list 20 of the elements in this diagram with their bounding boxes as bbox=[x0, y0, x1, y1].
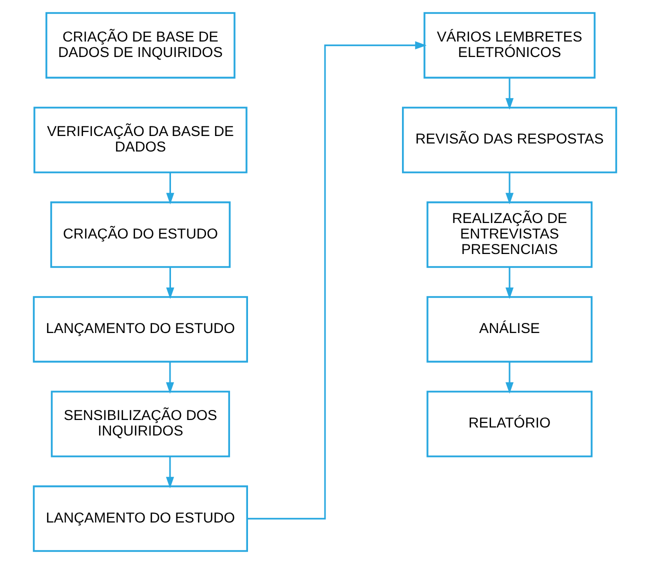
node-box: REALIZAÇÃO DE ENTREVISTAS PRESENCIAIS bbox=[426, 201, 593, 268]
node-box: RELATÓRIO bbox=[426, 390, 593, 458]
arrow bbox=[166, 172, 174, 204]
node-box: REVISÃO DAS RESPOSTAS bbox=[402, 106, 618, 174]
arrow bbox=[506, 362, 514, 394]
arrow bbox=[166, 267, 174, 300]
arrow bbox=[166, 362, 174, 394]
node-box: SENSIBILIZAÇÃO DOS INQUIRIDOS bbox=[50, 390, 230, 458]
arrow bbox=[506, 267, 514, 300]
node-box: LANÇAMENTO DO ESTUDO bbox=[32, 296, 248, 363]
node-box: ANÁLISE bbox=[426, 296, 593, 363]
arrow bbox=[166, 456, 174, 488]
node-box: VÁRIOS LEMBRETES ELETRÓNICOS bbox=[424, 12, 596, 79]
node-box: LANÇAMENTO DO ESTUDO bbox=[32, 485, 248, 552]
node-box: VERIFICAÇÃO DA BASE DE DADOS bbox=[34, 106, 248, 174]
node-box: CRIAÇÃO DO ESTUDO bbox=[50, 201, 231, 268]
node-box: CRIAÇÃO DE BASE DE DADOS DE INQUIRIDOS bbox=[45, 12, 236, 79]
arrow bbox=[506, 78, 514, 110]
arrow bbox=[506, 172, 514, 204]
arrow bbox=[247, 41, 427, 520]
